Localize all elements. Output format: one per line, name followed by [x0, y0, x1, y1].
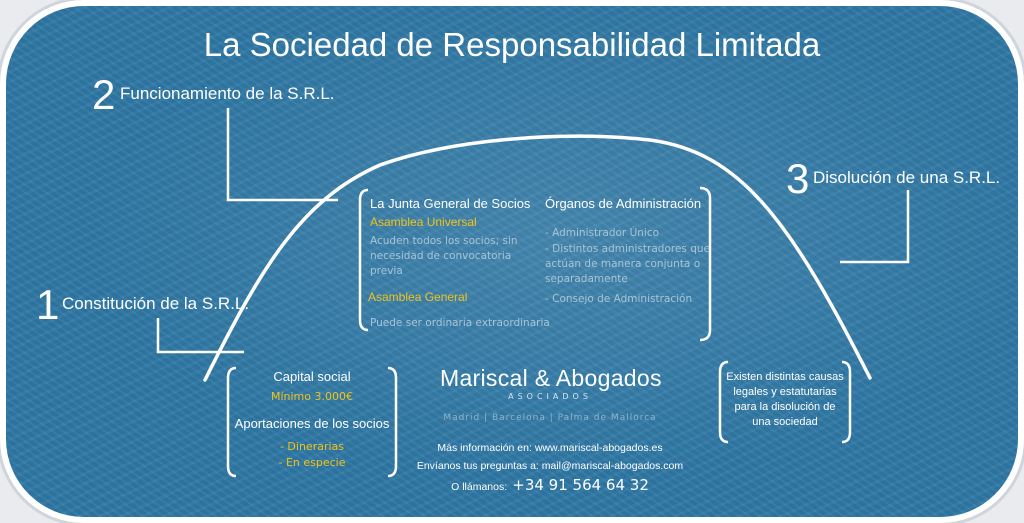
aportacion-item-1: - Dinerarias: [279, 440, 345, 453]
general-desc: Puede ser ordinaria extraordinaria: [370, 317, 550, 329]
connector-section1: [156, 318, 244, 354]
bracket-right-center: [699, 186, 712, 342]
contact-phone-line: O llámanos: +34 91 564 64 32: [420, 475, 680, 494]
aportacion-item-2: - En especie: [278, 456, 346, 469]
disolucion-line-4: una sociedad: [752, 416, 818, 428]
disolucion-line-1: Existen distintas causas: [726, 371, 844, 383]
aportaciones-heading: Aportaciones de los socios: [234, 416, 390, 431]
section3-label: Disolución de una S.R.L.: [813, 168, 1001, 187]
universal-desc-1: Acuden todos los socios; sin: [370, 235, 518, 247]
brand-cities: Madrid | Barcelona | Palma de Mallorca: [443, 413, 657, 423]
brand-subtitle: ASOCIADOS: [508, 392, 592, 401]
section3-number: 3: [786, 155, 810, 202]
brand-name: Mariscal & Abogados: [440, 365, 662, 391]
section2-number: 2: [92, 71, 116, 118]
organos-item-3: actúan de manera conjunta o: [545, 258, 701, 270]
organos-item-5: - Consejo de Administración: [545, 293, 693, 305]
capital-heading: Capital social: [273, 369, 351, 384]
contact-mail[interactable]: Envíanos tus preguntas a: mail@mariscal-…: [416, 460, 684, 472]
organos-item-2: - Distintos administradores que: [545, 243, 711, 255]
organos-item-4: separadamente: [545, 273, 628, 285]
asamblea-universal-label: Asamblea Universal: [370, 215, 477, 229]
contact-web[interactable]: Más información en: www.mariscal-abogado…: [437, 442, 663, 454]
capital-minimum: Mínimo 3.000€: [270, 390, 353, 403]
bracket-right-capital: [387, 366, 398, 478]
section1-number: 1: [36, 281, 60, 328]
section1-label: Constitución de la S.R.L.: [62, 294, 250, 313]
disolucion-line-3: para la disolución de: [734, 401, 836, 413]
disolucion-line-2: legales y estatutarias: [733, 386, 837, 398]
connector-section3: [840, 190, 910, 264]
junta-heading: La Junta General de Socios: [370, 196, 531, 211]
arch-curve: [203, 134, 872, 382]
bracket-left-center: [358, 188, 369, 332]
contact-phone[interactable]: +34 91 564 64 32: [512, 476, 649, 494]
organos-heading: Órganos de Administración: [545, 196, 702, 211]
connector-section2: [226, 108, 338, 202]
bracket-left-capital: [226, 366, 237, 478]
universal-desc-2: necesidad de convocatoria: [370, 250, 512, 262]
bracket-right-disolucion: [841, 360, 852, 444]
contact-call-prefix: O llámanos:: [451, 481, 508, 493]
page-title: La Sociedad de Responsabilidad Limitada: [203, 26, 821, 63]
organos-item-1: - Administrador Único: [545, 227, 660, 239]
section2-label: Funcionamiento de la S.R.L.: [120, 84, 335, 103]
asamblea-general-label: Asamblea General: [368, 290, 468, 304]
universal-desc-3: previa: [370, 265, 403, 277]
bracket-left-disolucion: [718, 360, 729, 444]
